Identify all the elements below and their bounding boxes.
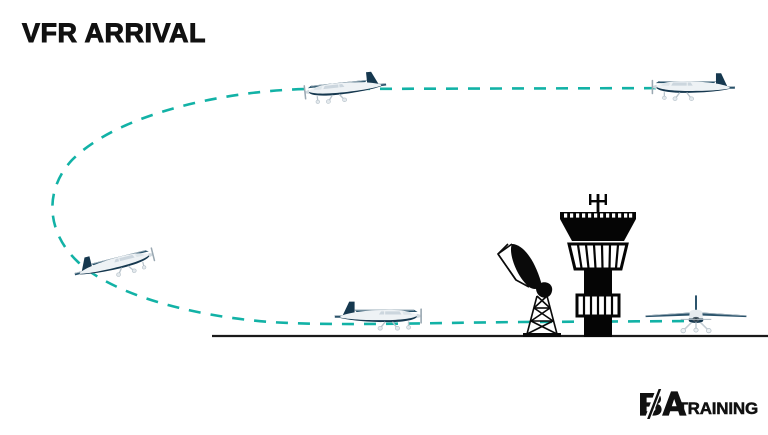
radar-dish-frame-bars [497,243,517,281]
tower-shaft-lower [584,316,612,337]
radar-base-pad [523,333,561,337]
radar-satellite-dish [496,243,561,337]
air-traffic-control-tower [560,194,636,337]
vfr-arrival-flight-path [51,86,701,326]
radar-dish-reflector [510,244,541,290]
tower-observation-deck [567,242,629,271]
flight-path-group [51,86,701,326]
base-turn-aircraft-banking [70,240,158,288]
tower-mid-window-mullions [582,296,614,315]
tower-roof-slab [560,212,636,219]
tower-antenna-icon [589,194,607,212]
baa-monogram-icon [640,389,687,419]
baa-training-wordmark: TRAINING [677,399,758,418]
final-approach-aircraft [334,300,423,331]
tower-canopy [560,219,636,241]
downwind-aircraft-heading-left [302,69,389,107]
page-title: VFR ARRIVAL [22,18,206,48]
entry-aircraft-heading-left [650,72,736,102]
parked-aircraft-front-view [644,294,748,334]
tower-deck-window-mullions [576,244,620,269]
tower-roof-serration [564,213,633,218]
radar-lattice-mast [526,295,558,335]
baa-training-logo [640,389,687,419]
